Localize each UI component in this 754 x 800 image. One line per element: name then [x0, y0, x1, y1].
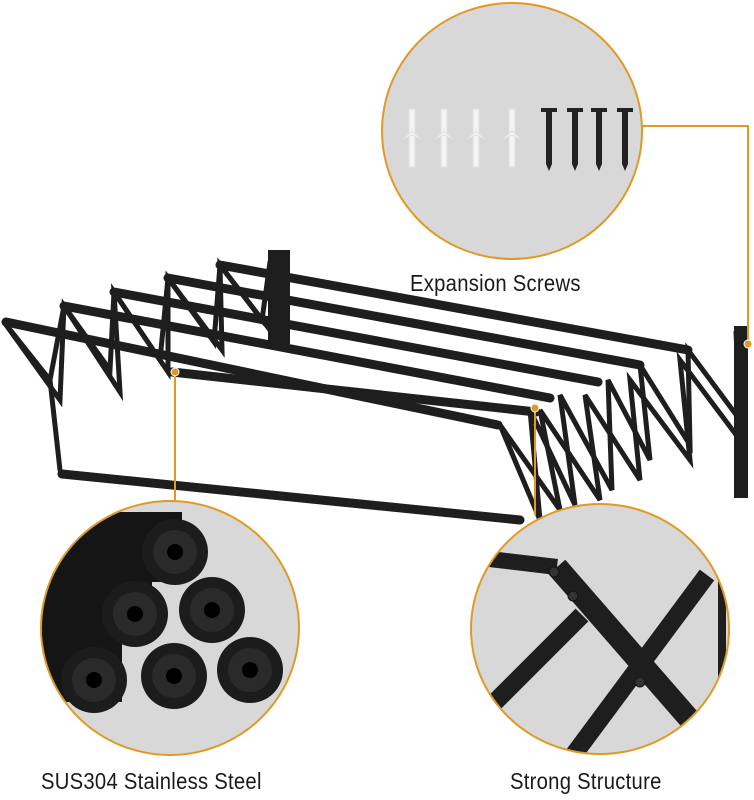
screws-and-anchors-icon	[402, 108, 633, 171]
expansion-screws-callout	[381, 2, 643, 260]
strong-structure-label: Strong Structure	[510, 768, 662, 794]
expansion-screws-label: Expansion Screws	[410, 270, 581, 296]
steel-tubes-icon	[42, 512, 283, 713]
stainless-steel-label: SUS304 Stainless Steel	[41, 768, 262, 794]
stainless-steel-callout	[40, 500, 300, 756]
scissor-joint-icon	[472, 549, 726, 753]
strong-structure-callout	[470, 503, 730, 755]
